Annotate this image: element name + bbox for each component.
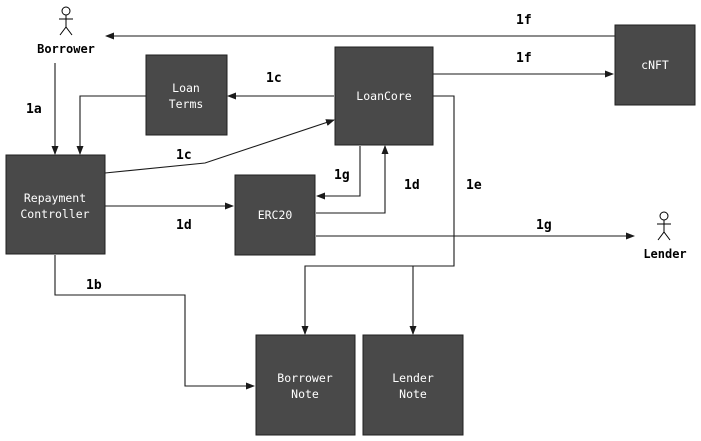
edge-label-loancore-to-loanterms: 1c [266, 71, 282, 86]
edge-erc20-to-loancore [316, 145, 389, 214]
node-repayment-controller: Repayment Controller [5, 154, 106, 255]
edge-label-cnft-to-borrower: 1f [516, 13, 532, 28]
edge-label-loancore-to-notes: 1e [466, 178, 482, 193]
node-cnft: cNFT [614, 24, 696, 106]
node-borrower-note-line-1: Borrower [277, 371, 332, 385]
edge-label-repayment-to-erc20: 1d [176, 218, 192, 233]
node-borrower-note: Borrower Note [255, 334, 356, 436]
actor-lender-label: Lender [643, 247, 686, 261]
edge-label-erc20-to-loancore: 1d [404, 178, 420, 193]
node-repayment-controller-line-2: Controller [20, 207, 89, 221]
lender-person-icon [657, 211, 671, 241]
node-cnft-label: cNFT [641, 58, 669, 72]
node-repayment-controller-line-1: Repayment [24, 191, 86, 205]
edges [51, 32, 635, 390]
actor-lender: Lender [643, 211, 687, 261]
node-lender-note: Lender Note [362, 334, 464, 436]
edge-repayment-to-loancore [104, 119, 335, 174]
edge-labels: 1f 1f 1c 1a 1c 1g 1d 1e 1d 1g 1b [26, 13, 552, 293]
edge-loancore-to-erc20 [316, 146, 361, 200]
edge-label-repayment-to-borrower-note: 1b [86, 278, 102, 293]
edge-loanterms-to-repayment [76, 95, 146, 155]
node-loan-core: LoanCore [334, 46, 434, 146]
edge-label-erc20-to-lender: 1g [536, 218, 552, 233]
edge-label-loancore-to-erc20: 1g [334, 168, 350, 183]
edge-label-loancore-to-cnft: 1f [516, 51, 532, 66]
borrower-person-icon [59, 6, 73, 36]
actor-borrower-label: Borrower [37, 42, 95, 56]
node-loan-core-label: LoanCore [356, 89, 411, 103]
node-loan-terms-line-2: Terms [169, 97, 204, 111]
node-erc20: ERC20 [234, 174, 316, 256]
edge-label-borrower-to-repayment: 1a [26, 102, 42, 117]
node-loan-terms-line-1: Loan [172, 81, 200, 95]
actor-borrower: Borrower [37, 6, 95, 56]
edge-loancore-to-notes [301, 95, 455, 335]
edge-repayment-to-borrower-note [54, 255, 255, 390]
node-erc20-label: ERC20 [258, 208, 293, 222]
node-loan-terms: Loan Terms [145, 54, 228, 136]
node-borrower-note-line-2: Note [291, 387, 319, 401]
node-lender-note-line-2: Note [399, 387, 427, 401]
edge-label-repayment-to-loancore: 1c [176, 148, 192, 163]
node-lender-note-line-1: Lender [392, 371, 434, 385]
